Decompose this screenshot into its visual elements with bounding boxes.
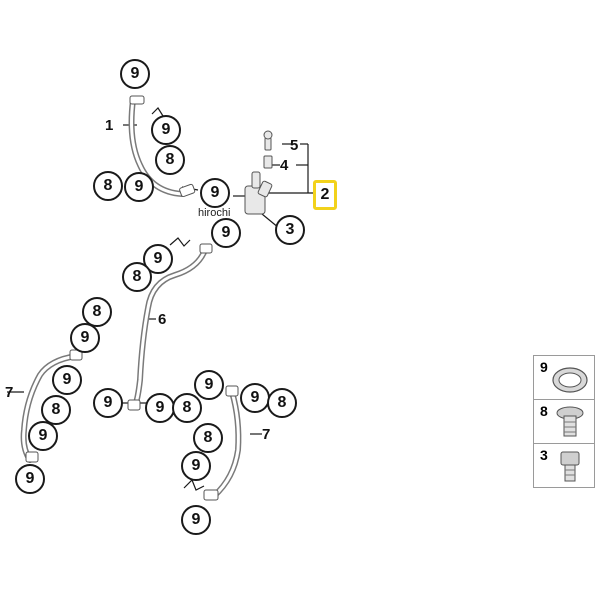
callout-8[interactable]: 8 <box>172 393 202 423</box>
callout-9[interactable]: 9 <box>200 178 230 208</box>
part-label-2-highlighted[interactable]: 2 <box>313 180 337 210</box>
part-label-7-right[interactable]: 7 <box>262 426 271 443</box>
watermark: hirochi <box>198 207 231 219</box>
callout-8[interactable]: 8 <box>93 171 123 201</box>
part-label-5[interactable]: 5 <box>290 137 299 154</box>
banjo-bolt-icon <box>556 406 584 437</box>
callout-8[interactable]: 8 <box>267 388 297 418</box>
part-label-7-left[interactable]: 7 <box>5 384 14 401</box>
callout-9[interactable]: 9 <box>145 393 175 423</box>
callout-9[interactable]: 9 <box>181 505 211 535</box>
callout-9[interactable]: 9 <box>28 421 58 451</box>
legend-number: 8 <box>540 403 548 419</box>
callout-9[interactable]: 9 <box>181 451 211 481</box>
hex-screw-icon <box>560 451 580 482</box>
callout-9[interactable]: 9 <box>194 370 224 400</box>
callout-8[interactable]: 8 <box>82 297 112 327</box>
legend-item-banjo-bolt[interactable]: 8 <box>534 400 594 444</box>
callout-9[interactable]: 9 <box>15 464 45 494</box>
sealing-ring-icon <box>552 367 588 393</box>
callout-9[interactable]: 9 <box>70 323 100 353</box>
part-label-4[interactable]: 4 <box>280 157 289 174</box>
legend-number: 9 <box>540 359 548 375</box>
callout-9[interactable]: 9 <box>240 383 270 413</box>
callout-3[interactable]: 3 <box>275 215 305 245</box>
callout-9[interactable]: 9 <box>120 59 150 89</box>
legend-item-hex-screw[interactable]: 3 <box>534 444 594 487</box>
callout-8[interactable]: 8 <box>122 262 152 292</box>
callout-9[interactable]: 9 <box>211 218 241 248</box>
parts-legend: 9 8 3 <box>533 355 595 488</box>
callout-8[interactable]: 8 <box>41 395 71 425</box>
callout-8[interactable]: 8 <box>193 423 223 453</box>
part-label-6[interactable]: 6 <box>158 311 167 328</box>
legend-item-sealing-ring[interactable]: 9 <box>534 356 594 400</box>
legend-number: 3 <box>540 447 548 463</box>
callout-9[interactable]: 9 <box>151 115 181 145</box>
part-label-1[interactable]: 1 <box>105 117 114 134</box>
callout-9[interactable]: 9 <box>93 388 123 418</box>
callout-9[interactable]: 9 <box>124 172 154 202</box>
callout-9[interactable]: 9 <box>52 365 82 395</box>
callout-8[interactable]: 8 <box>155 145 185 175</box>
